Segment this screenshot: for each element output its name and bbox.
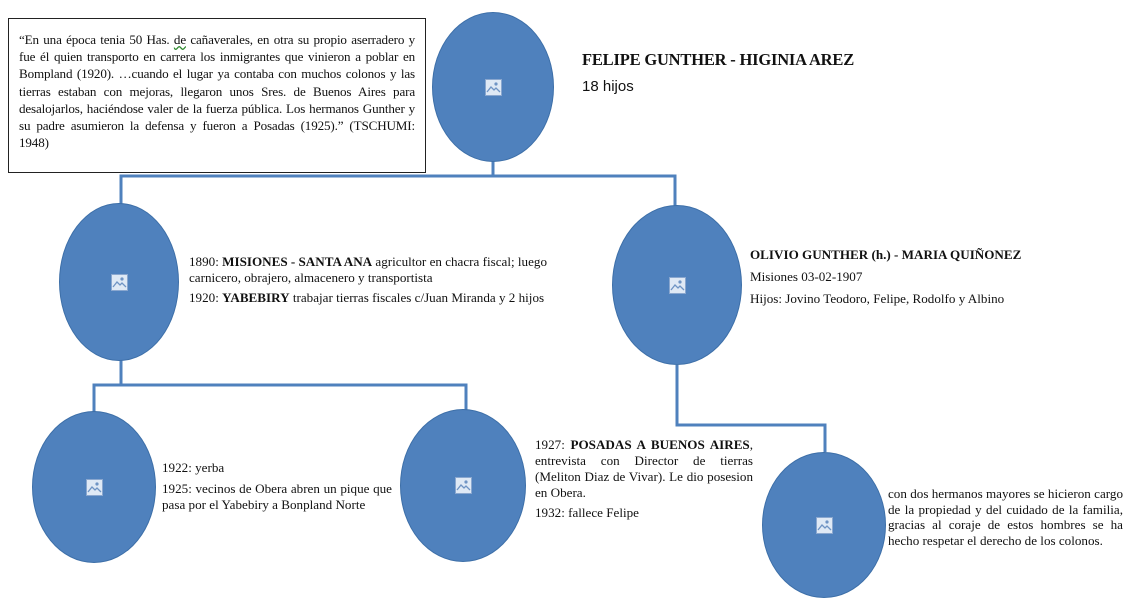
leaf3-text: con dos hermanos mayores se hicieron car…	[888, 486, 1123, 548]
left-branch-place-1890: MISIONES - SANTA ANA	[222, 254, 373, 269]
broken-image-icon	[484, 78, 502, 96]
leaf1-line-1925: 1925: vecinos de Obera abren un pique qu…	[162, 481, 392, 512]
leaf2-place-1927: POSADAS A BUENOS AIRES	[570, 437, 750, 452]
right-branch-name: OLIVIO GUNTHER (h.) - MARIA QUIÑONEZ	[750, 247, 1022, 262]
leaf1-line-1922: 1922: yerba	[162, 460, 225, 475]
connector-left-children	[92, 383, 468, 412]
leaf1-node-circle	[32, 411, 156, 563]
left-branch-year-1890: 1890:	[189, 254, 223, 269]
broken-image-icon	[85, 478, 103, 496]
broken-image-icon	[815, 516, 833, 534]
right-branch-date: Misiones 03-02-1907	[750, 269, 863, 284]
quote-box: “En una época tenia 50 Has. de cañaveral…	[8, 18, 426, 173]
left-branch-year-1920: 1920:	[189, 290, 223, 305]
root-node-circle	[432, 12, 554, 162]
broken-image-icon	[454, 477, 472, 494]
leaf3-node-circle	[762, 452, 886, 598]
left-branch-place-1920: YABEBIRY	[222, 290, 290, 305]
broken-image-icon	[110, 273, 128, 291]
connector-root-children	[119, 174, 677, 207]
leaf2-detail-1927: , entrevista con Director de tierras (Me…	[535, 437, 753, 500]
connector-right-child	[675, 365, 827, 452]
broken-image-icon	[668, 276, 686, 294]
quote-underlined-word: de	[173, 32, 186, 47]
root-subtitle: 18 hijos	[582, 78, 634, 95]
right-branch-text: OLIVIO GUNTHER (h.) - MARIA QUIÑONEZ Mis…	[750, 247, 1110, 307]
leaf2-node-circle	[400, 409, 526, 562]
root-title: FELIPE GUNTHER - HIGINIA AREZ	[582, 50, 855, 69]
leaf2-text: 1927: POSADAS A BUENOS AIRES, entrevista…	[535, 437, 753, 521]
leaf2-year-1927: 1927:	[535, 437, 571, 452]
right-branch-node-circle	[612, 205, 742, 365]
left-branch-text: 1890: MISIONES - SANTA ANA agricultor en…	[189, 254, 599, 306]
left-branch-detail-1920: trabajar tierras fiscales c/Juan Miranda…	[289, 290, 545, 305]
left-branch-node-circle	[59, 203, 179, 361]
leaf1-text: 1922: yerba 1925: vecinos de Obera abren…	[162, 460, 392, 513]
quote-text-end: cañaverales, en otra su propio aserrader…	[19, 32, 415, 151]
leaf2-line-1932: 1932: fallece Felipe	[535, 505, 639, 520]
quote-text-start: “En una época tenia 50 Has.	[19, 32, 174, 47]
leaf3-description: con dos hermanos mayores se hicieron car…	[888, 486, 1123, 548]
left-branch-detail-1890: agricultor en chacra fiscal; luego carni…	[189, 254, 547, 285]
right-branch-children: Hijos: Jovino Teodoro, Felipe, Rodolfo y…	[750, 291, 1005, 306]
